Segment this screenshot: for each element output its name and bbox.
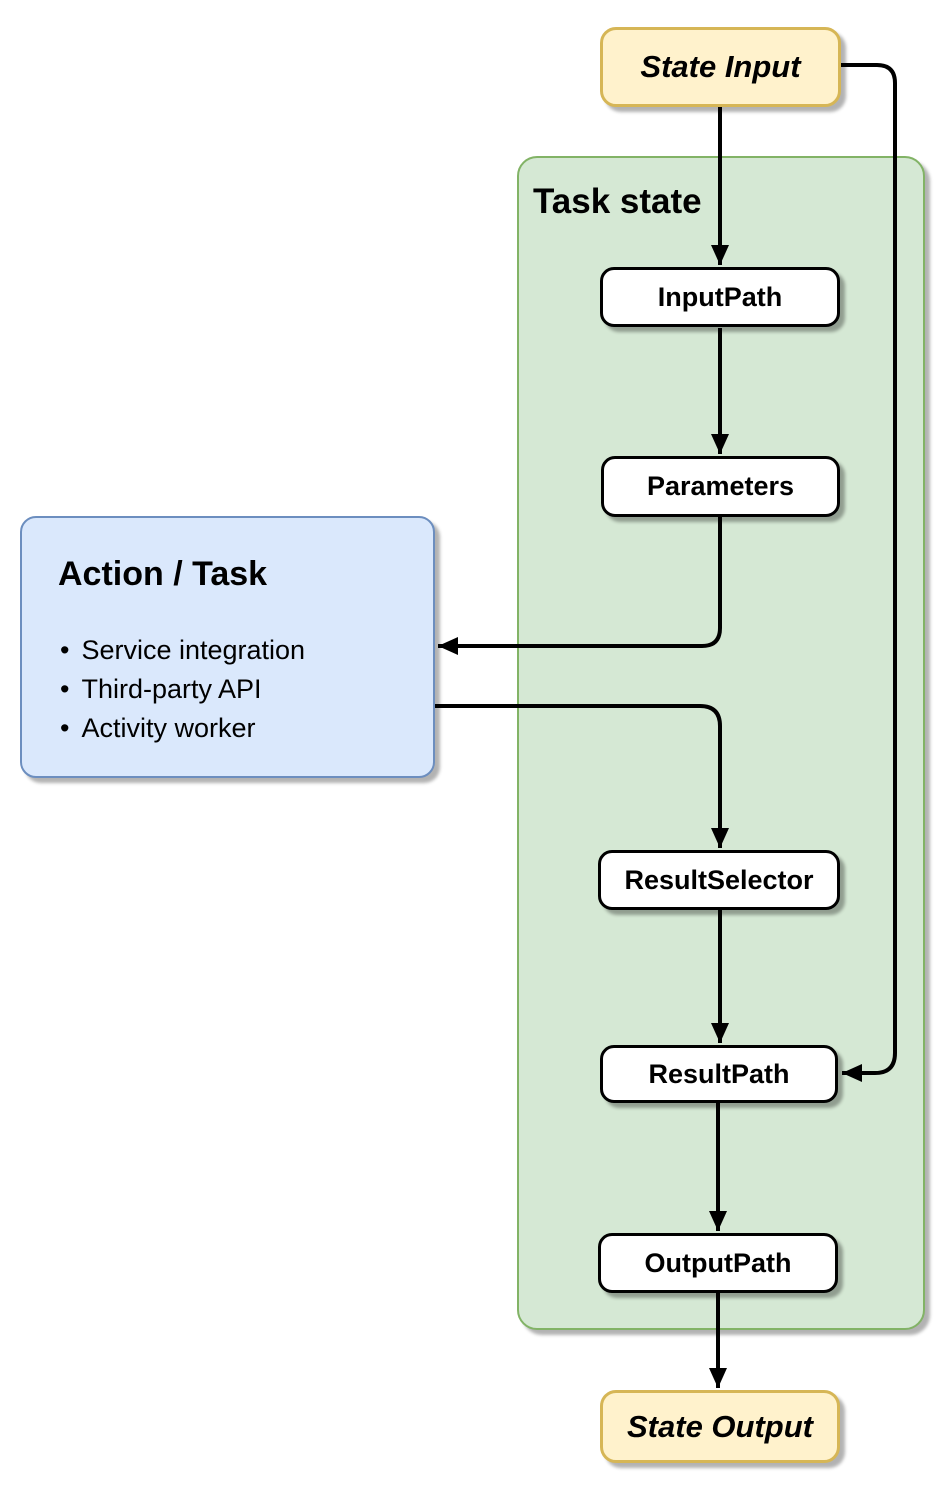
action-task-bullet-activity-worker: Activity worker xyxy=(58,709,413,748)
node-state-input-label: State Input xyxy=(640,49,801,84)
action-task-title: Action / Task xyxy=(58,555,268,593)
action-task-bullet-list: Service integration Third-party API Acti… xyxy=(58,631,413,748)
action-task-bullet-service-integration: Service integration xyxy=(58,631,413,670)
node-result-path: ResultPath xyxy=(600,1045,838,1103)
node-input-path-label: InputPath xyxy=(657,281,783,312)
node-state-output-label: State Output xyxy=(627,1408,813,1444)
task-state-label: Task state xyxy=(533,182,702,221)
node-result-path-label: ResultPath xyxy=(648,1058,790,1089)
node-output-path-label: OutputPath xyxy=(644,1247,792,1278)
node-state-output: State Output xyxy=(600,1390,840,1463)
node-output-path: OutputPath xyxy=(598,1233,838,1293)
node-result-selector-label: ResultSelector xyxy=(624,864,814,895)
node-parameters-label: Parameters xyxy=(646,471,795,501)
task-state-container: Task state xyxy=(517,156,925,1330)
node-state-input: State Input xyxy=(600,27,841,107)
node-result-selector: ResultSelector xyxy=(598,850,840,910)
node-parameters: Parameters xyxy=(601,456,840,517)
node-input-path: InputPath xyxy=(600,267,840,327)
action-task-box: Action / Task Service integration Third-… xyxy=(20,516,435,778)
action-task-bullet-third-party-api: Third-party API xyxy=(58,670,413,709)
